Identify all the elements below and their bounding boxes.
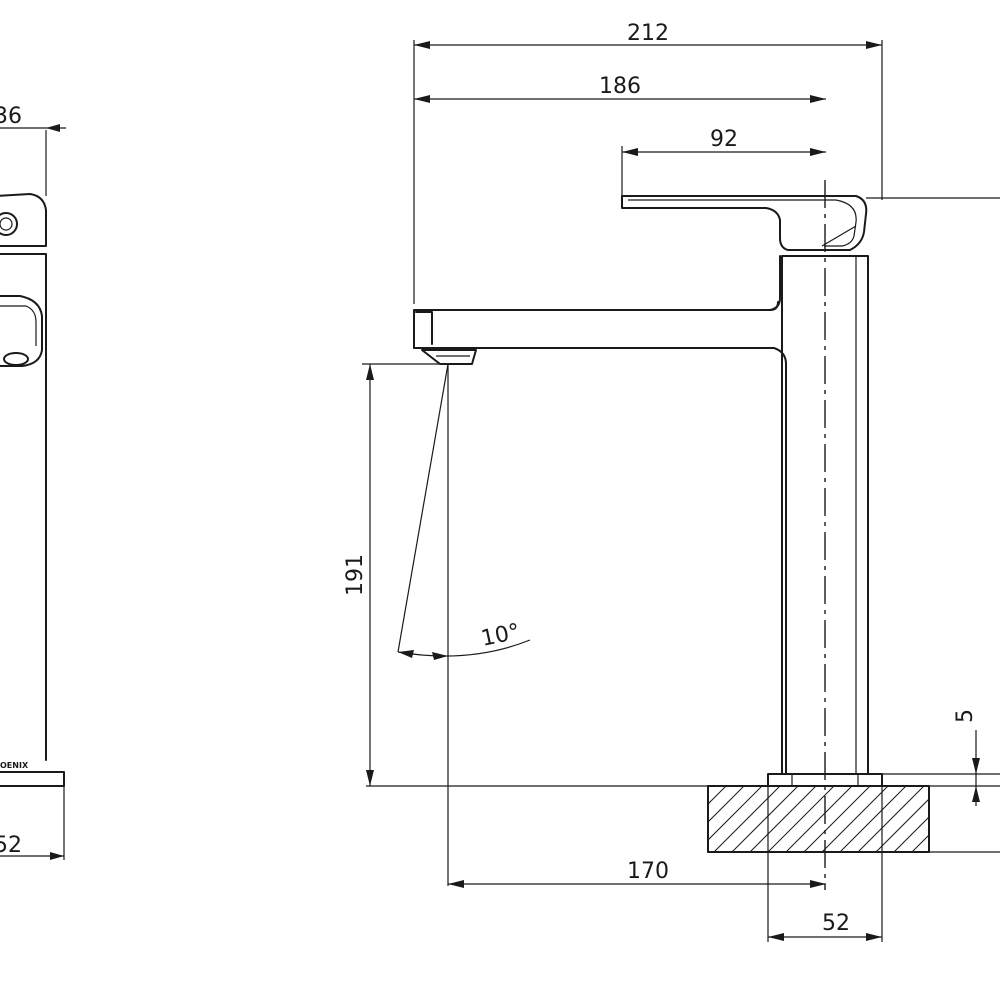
hatch-line: [749, 786, 817, 852]
hatch-line: [708, 786, 763, 841]
spray-angled-line: [397, 363, 449, 653]
hatch-line: [875, 798, 929, 852]
lever-handle-inner-edge: [628, 199, 857, 247]
hatch-line: [803, 786, 871, 852]
hatch-line: [821, 786, 889, 852]
aerator: [421, 349, 477, 365]
hatch-line: [713, 786, 781, 852]
dim-52-arrow-right: [866, 933, 882, 941]
dim-170-arrow-right: [810, 880, 826, 888]
dim-212-arrow-left: [414, 41, 430, 49]
dim-spout-reach-label: 186: [599, 74, 641, 99]
hatch-line: [708, 786, 745, 823]
dim-92-arrow-left: [622, 148, 638, 156]
dim-handle-length: 92: [621, 127, 826, 196]
countertop-hatching: [708, 786, 1000, 852]
side-aerator: [3, 352, 29, 366]
countertop-section: [707, 785, 1000, 853]
side-lever-pivot: [0, 212, 18, 236]
dim-191-arrow-top: [366, 364, 374, 380]
dim-191-arrow-bottom: [366, 770, 374, 786]
spout-tip-bevel: [415, 311, 433, 345]
side-view: OENIX 36 52: [0, 104, 66, 860]
side-spout-inner: [0, 305, 37, 346]
lever-chamfer: [821, 225, 857, 247]
dim-base-diameter-label: 52: [822, 911, 850, 936]
dim-spout-reach: 186: [414, 74, 826, 103]
dim-52-arrow-left: [768, 933, 784, 941]
hatch-line: [966, 786, 1000, 852]
side-spout: [0, 295, 43, 367]
dim-186-arrow-left: [414, 95, 430, 103]
spray-angle-arc: [397, 639, 531, 657]
dim-overall-reach-label: 212: [627, 21, 669, 46]
spray-angle-annotation: 10°: [397, 363, 531, 886]
lever-handle: [621, 195, 868, 251]
hatch-line: [857, 786, 925, 852]
hatch-line: [839, 786, 907, 852]
hatch-line: [731, 786, 799, 852]
spray-arc-arrow-left: [398, 650, 414, 658]
dim-handle-length-label: 92: [710, 127, 738, 152]
dim-5-arrow-bottom: [972, 786, 980, 802]
dim-spout-height: 191: [343, 363, 440, 786]
front-view: [413, 180, 883, 890]
hatch-line: [767, 786, 835, 852]
dim-5-arrow-top: [972, 758, 980, 774]
dim-spout-height-label: 191: [343, 554, 368, 596]
side-dim-36-arrow: [46, 124, 60, 132]
dim-base-thickness-label: 5: [953, 709, 978, 723]
dim-spray-angle-label: 10°: [479, 619, 522, 652]
hatch-line: [708, 786, 709, 787]
dim-170-arrow-left: [448, 880, 464, 888]
side-lever-body: [0, 193, 47, 247]
spout-shoulder: [769, 301, 779, 311]
hatch-line: [984, 786, 1000, 852]
dim-outlet-to-centre-label: 170: [627, 859, 669, 884]
spout-arm: [413, 255, 787, 775]
tap-body: [781, 255, 869, 775]
hatch-line: [785, 786, 853, 852]
side-body-column: [0, 253, 47, 761]
hatch-line: [893, 816, 929, 852]
hatch-line: [930, 786, 996, 852]
brand-mark: OENIX: [0, 761, 29, 770]
dim-186-arrow-right: [810, 95, 826, 103]
spray-arc-arrow-right: [432, 652, 448, 660]
dim-212-arrow-right: [866, 41, 882, 49]
dim-side-base-label: 52: [0, 833, 22, 858]
dim-base-thickness: 5: [882, 709, 1000, 853]
dim-base-diameter: 52: [767, 786, 883, 942]
dim-overall-reach: 212: [413, 21, 883, 304]
side-lever-pivot-inner: [0, 217, 13, 231]
hatch-line: [708, 786, 727, 805]
dim-outlet-to-centre: 170: [448, 859, 826, 888]
dim-92-arrow-right: [810, 148, 826, 156]
dim-side-depth-label: 36: [0, 104, 22, 129]
hatch-line: [911, 834, 929, 852]
side-dim-52-arrow: [50, 852, 64, 860]
side-base-flange: [0, 771, 65, 787]
